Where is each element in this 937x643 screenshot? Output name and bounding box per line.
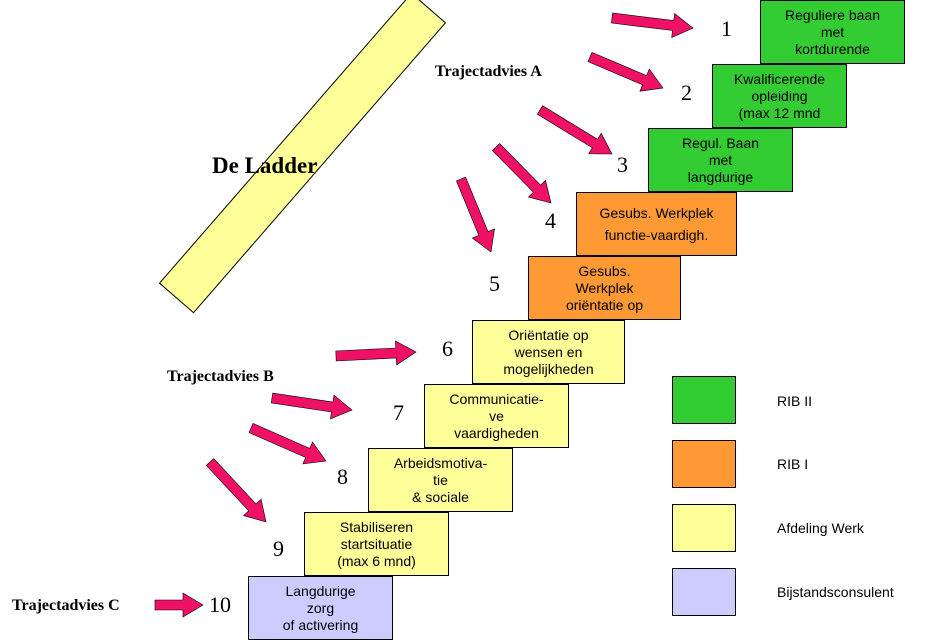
step-number-4: 4 [545, 208, 556, 233]
step-number-8: 8 [337, 464, 348, 489]
step-7-line: vaardigheden [454, 424, 539, 441]
step-6-line: Oriëntatie op [508, 326, 589, 343]
step-5-line: Gesubs. [578, 262, 631, 279]
step-number-5: 5 [489, 271, 500, 296]
step-box-9: Stabiliseren startsituatie (max 6 mnd) [304, 512, 449, 576]
step-4-line: functie-vaardigh. [604, 227, 709, 243]
step-number-6: 6 [442, 336, 453, 361]
trajectadvies-a-label: Trajectadvies A [435, 63, 542, 80]
step-2-line: opleiding [751, 87, 808, 104]
trajectadvies-b-label: Trajectadvies B [167, 368, 274, 385]
pointer-arrow-9 [205, 458, 267, 523]
pointer-arrow-7 [270, 392, 353, 420]
diagram-title: De Ladder [212, 153, 318, 178]
legend-swatch-rib1 [672, 440, 736, 488]
step-2-line: (max 12 mnd [738, 104, 821, 121]
pointer-arrow-6 [335, 340, 417, 366]
step-6-line: wensen en [514, 343, 583, 360]
step-6-line: mogelijkheden [503, 360, 594, 377]
step-9-line: Stabiliseren [339, 518, 414, 535]
legend-swatch-rib2 [672, 376, 736, 424]
legend-swatch-werk [672, 504, 736, 552]
step-number-2: 2 [681, 80, 692, 105]
step-10-line: Langdurige [285, 582, 356, 599]
legend-label-bijstand: Bijstandsconsulent [777, 584, 894, 600]
step-7-line: Communicatie- [449, 390, 544, 407]
step-8-line: Arbeidsmotiva- [393, 454, 488, 471]
step-9-line: (max 6 mnd) [337, 552, 416, 569]
step-3-line: met [708, 151, 733, 168]
step-1-line: Reguliere baan [785, 6, 880, 23]
step-box-1: Reguliere baan met kortdurende [760, 0, 905, 64]
step-box-6: Oriëntatie op wensen en mogelijkheden [472, 320, 625, 384]
step-box-3: Regul. Baan met langdurige [648, 128, 793, 192]
step-box-2: Kwalificerende opleiding (max 12 mnd [712, 64, 847, 128]
pointer-arrow-1 [611, 12, 694, 38]
step-box-7: Communicatie- ve vaardigheden [424, 384, 569, 448]
pointer-arrow-5 [456, 176, 495, 253]
step-box-5: Gesubs. Werkplek oriëntatie op [528, 256, 681, 320]
legend-label-werk: Afdeling Werk [777, 520, 864, 536]
pointer-arrow-3 [536, 105, 613, 155]
pointer-arrow-2 [587, 52, 664, 92]
step-box-10: Langdurige zorg of activering [248, 576, 393, 640]
step-number-3: 3 [617, 152, 628, 177]
step-2-line: Kwalificerende [733, 70, 826, 87]
step-box-8: Arbeidsmotiva- tie & sociale [368, 448, 513, 512]
step-number-1: 1 [721, 16, 732, 41]
step-5-line: Werkplek [575, 279, 634, 296]
pointer-arrow-10 [154, 592, 204, 618]
step-3-line: langdurige [687, 168, 754, 185]
pointer-arrow-4 [491, 143, 552, 204]
step-number-10: 10 [209, 592, 231, 617]
step-number-7: 7 [393, 400, 404, 425]
legend-label-rib2: RIB II [777, 393, 813, 409]
step-1-line: met [820, 23, 845, 40]
trajectadvies-c-label: Trajectadvies C [12, 597, 120, 614]
step-number-9: 9 [273, 536, 284, 561]
step-3-line: Regul. Baan [681, 134, 760, 151]
pointer-arrow-8 [248, 423, 327, 465]
step-1-line: kortdurende [795, 40, 870, 57]
step-8-line: & sociale [412, 488, 469, 505]
step-9-line: startsituatie [340, 535, 413, 552]
step-10-line: of activering [282, 616, 359, 633]
step-5-line: oriëntatie op [565, 296, 644, 313]
step-10-line: zorg [306, 599, 335, 616]
step-7-line: ve [489, 407, 504, 424]
step-8-line: tie [433, 471, 448, 488]
step-4-line: Gesubs. Werkplek [599, 205, 714, 221]
step-box-4: Gesubs. Werkplek functie-vaardigh. [576, 192, 737, 256]
legend-label-rib1: RIB I [777, 456, 809, 472]
legend-swatch-bijstand [672, 568, 736, 616]
